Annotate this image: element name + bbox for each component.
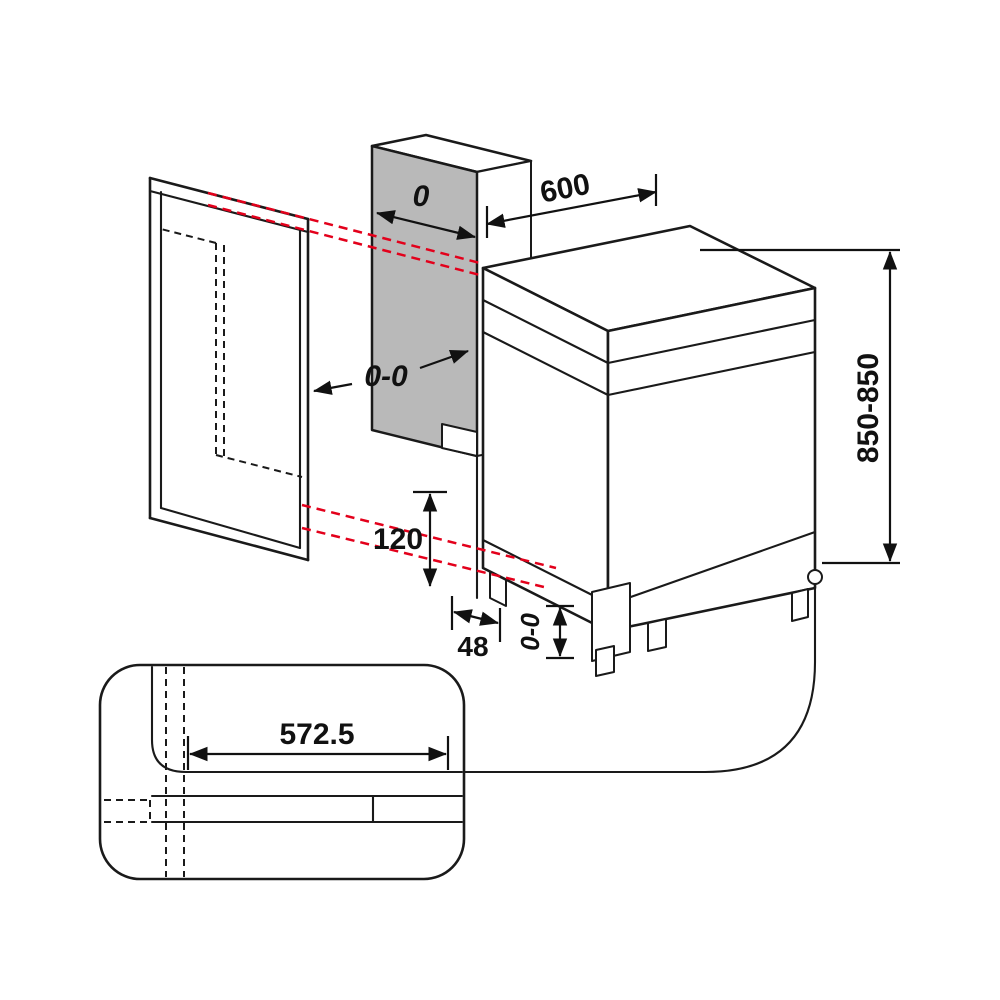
foot-adjustment-label: 0-0 xyxy=(515,613,545,651)
connector-line xyxy=(462,584,817,774)
worktop-bottom-line-right xyxy=(606,318,817,365)
dimension-height: 850-850 xyxy=(700,248,900,565)
side-clearance-arrow-left xyxy=(312,380,353,395)
height-label: 850-850 xyxy=(852,353,885,463)
top-gap-arrow xyxy=(375,210,477,240)
dishwasher-front-face xyxy=(481,266,610,633)
cabinet-hidden-edge-bottom xyxy=(215,454,303,478)
cabinet-bottom-inner-edge xyxy=(159,506,302,550)
dimension-niche-width: 600 xyxy=(485,168,658,238)
control-panel-line-right xyxy=(606,350,817,397)
depth-label: 572.5 xyxy=(279,718,354,751)
alignment-line-top-inner xyxy=(207,203,481,277)
front-offset-label: 48 xyxy=(457,631,488,662)
front-offset-arrow xyxy=(452,609,500,626)
foot-front-corner xyxy=(595,645,615,677)
side-clearance-arrow-right xyxy=(419,349,469,370)
foot-front-left xyxy=(489,571,507,607)
dishwasher-drawing xyxy=(481,224,817,677)
dimension-front-offset: 48 xyxy=(450,596,502,662)
top-gap-label: 0 xyxy=(413,180,430,213)
niche-width-arrow xyxy=(485,188,658,228)
cabinet-hidden-edge-top xyxy=(160,228,217,244)
side-clearance-label: 0-0 xyxy=(364,360,408,393)
door-bottom-line xyxy=(481,538,610,605)
cabinet-drawing xyxy=(148,176,310,562)
kick-plate xyxy=(591,582,631,662)
detail-connector xyxy=(462,569,823,774)
dimension-side-clearance: 0-0 xyxy=(312,349,469,395)
connector-reference-circle xyxy=(807,569,823,585)
control-panel-line-front xyxy=(481,330,610,397)
dimension-depth: 572.5 xyxy=(186,718,450,770)
alignment-line-top-outer xyxy=(207,191,481,265)
alignment-line-bottom-outer xyxy=(301,503,557,570)
niche-width-label: 600 xyxy=(537,168,592,210)
detail-corner-curve xyxy=(150,665,188,774)
foot-back-right xyxy=(791,588,809,622)
dimension-base-height: 120 xyxy=(373,490,447,588)
dimension-top-gap: 0 xyxy=(375,180,477,240)
base-height-label: 120 xyxy=(373,523,423,556)
worktop-bottom-line-front xyxy=(481,298,610,365)
dimension-foot-adjustment: 0-0 xyxy=(515,604,574,660)
dishwasher-right-face xyxy=(606,286,817,633)
foot-mid-right xyxy=(647,618,667,652)
cabinet-bottom-edge xyxy=(148,516,310,562)
detail-view: 572.5 xyxy=(98,663,466,881)
plinth-line-right xyxy=(606,530,817,607)
